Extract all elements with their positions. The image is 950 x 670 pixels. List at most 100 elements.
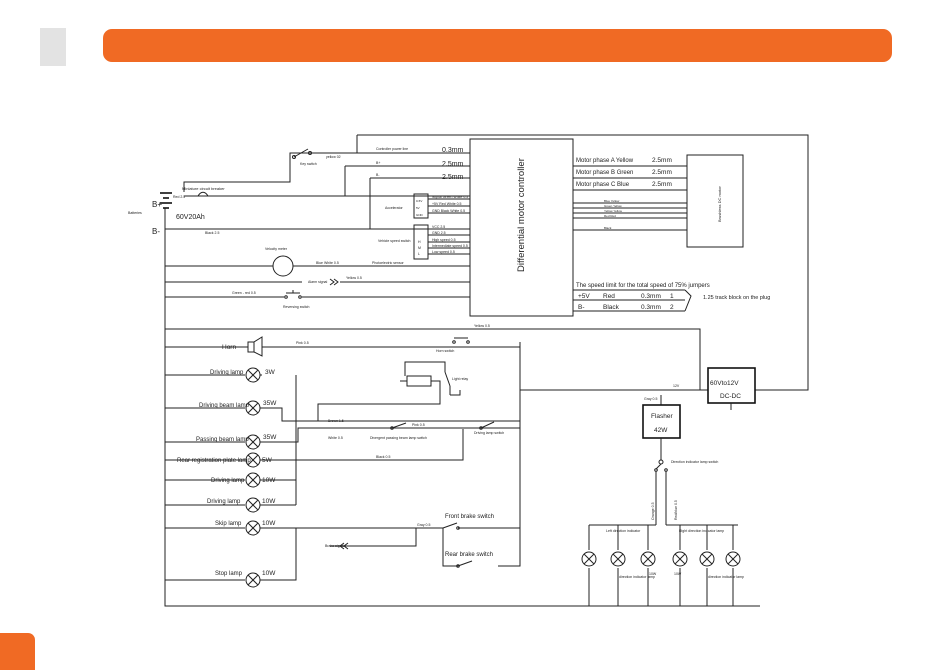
stop-lamp-w: 10W <box>262 570 276 577</box>
skip-lamp-w: 10W <box>262 520 276 527</box>
phase-b: Motor phase B Green <box>576 170 633 176</box>
hall-2: Yellow Yellow <box>604 209 623 213</box>
vs-row-2: High speed 0.5 <box>432 238 456 242</box>
motor-controller <box>469 138 574 317</box>
header-tab <box>40 28 66 66</box>
red-25-label: Red 2.5 <box>173 195 185 199</box>
photo-sensor-label: Photoelectric sensor <box>372 261 405 265</box>
row2-1: Black <box>603 304 620 311</box>
vs-row-4: Low speed 0.5 <box>432 250 455 254</box>
twelve-v-label: 12V <box>673 384 680 388</box>
key-switch-label: Key switch <box>300 162 317 166</box>
wire-25b: 2.5mm <box>442 174 464 181</box>
circuit-breaker <box>197 191 209 197</box>
driving-beam-label: Driving beam lamp <box>199 403 250 409</box>
lamp-icon <box>245 367 261 383</box>
brushless-motor <box>686 154 744 248</box>
row2-3: 2 <box>670 304 674 311</box>
flasher-line1: Flasher <box>651 413 674 420</box>
battery-rating: 60V20Ah <box>176 214 205 221</box>
phase-a: Motor phase A Yellow <box>576 158 634 164</box>
acc-box-2: GND <box>416 213 424 217</box>
light-relay-label: Light relay <box>452 377 468 381</box>
acc-row-1: +5V Red White 0.5 <box>432 202 462 206</box>
phase-c-mm: 2.5mm <box>652 181 672 188</box>
row1-2: 0.3mm <box>641 293 661 300</box>
passing-beam-label: Passing beam lamp <box>196 437 249 443</box>
dir-lamp-label-left: direction indicator lamp <box>619 575 655 579</box>
speed-switch-box <box>413 224 429 260</box>
w10b-label: 10W <box>674 572 682 576</box>
lamp-icon <box>640 551 656 567</box>
header-bar <box>103 29 892 62</box>
front-brake-label: Front brake switch <box>445 514 494 520</box>
lamp-icon <box>245 400 261 416</box>
hall-4: Black <box>604 226 612 230</box>
lamp-circuits <box>165 374 520 581</box>
vs-row-0: VCC 2.5 <box>432 225 445 229</box>
phase-a-mm: 2.5mm <box>652 157 672 164</box>
dcdc-line1: 60Vto12V <box>710 380 739 387</box>
b-minus-wire: B- <box>376 173 380 177</box>
wire-03: 0.3mm <box>442 147 464 154</box>
alarm-signal-label: Alarm signal <box>308 280 327 284</box>
battery-minus: B- <box>152 227 160 236</box>
driving-lamp-switch-label: Driving lamp switch <box>474 431 504 435</box>
page-corner-tab <box>0 633 35 670</box>
gray-05-label: Gray 0.5 <box>417 523 430 527</box>
driving-lamp2-label: Driving lamp <box>211 478 245 484</box>
driving-lamp3-label: Driving lamp <box>207 499 241 505</box>
horn-switch <box>452 337 470 344</box>
wire-25a: 2.5mm <box>442 161 464 168</box>
acc-row-2: GND Black White 0.5 <box>432 209 465 213</box>
battery-plus: B+ <box>152 200 162 209</box>
b-plus-wire: B+ <box>376 161 380 165</box>
reg-plate-w: 5W <box>262 457 273 464</box>
lamp-icon <box>245 434 261 450</box>
horn-icon <box>247 336 263 357</box>
brown-15-label: Brown 1.5 <box>328 419 344 423</box>
acc-row-0: Signal Green White 0.5 <box>432 195 468 199</box>
blue-white-label: Blue White 0.5 <box>316 261 339 265</box>
row1-3: 1 <box>670 293 674 300</box>
phase-c: Motor phase C Blue <box>576 182 630 188</box>
vs-box-0: H <box>418 240 421 244</box>
lamp-icon <box>725 551 741 567</box>
lamp-icon <box>245 572 261 588</box>
reversing-switch-label: Reversing switch <box>283 305 310 309</box>
right-dir-label: Right direction indicator lamp <box>679 529 724 533</box>
yellow-05b-label: Yellow 0.5 <box>474 324 490 328</box>
reg-plate-label: Rear registration plate lamp <box>177 458 251 464</box>
driving-lamp1-w: 3W <box>265 369 276 376</box>
driving-lamp1-label: Driving lamp <box>210 370 244 376</box>
hall-1: Green Yellow <box>604 204 623 208</box>
lamp-icon <box>245 472 261 488</box>
controller-label: Differential motor controller <box>516 158 527 272</box>
reversing-switch <box>284 290 302 299</box>
red-blue-05-label: Red/blue 0.5 <box>674 500 678 520</box>
direction-switch <box>654 459 668 472</box>
acc-box-1: 5V <box>416 206 420 210</box>
white-05-label: White 0.5 <box>328 436 343 440</box>
key-switch <box>292 148 312 159</box>
lamp-icon <box>672 551 688 567</box>
skip-lamp-label: Skip lamp <box>215 521 242 527</box>
flasher-line2: 42W <box>654 427 668 434</box>
light-relay <box>406 375 432 387</box>
lamp-icons <box>245 367 741 588</box>
accelerator-label: Accelerator <box>385 206 404 210</box>
dimmer-switch <box>390 422 407 430</box>
green-red-label: Green - red 0.5 <box>232 291 256 295</box>
battery <box>160 192 172 209</box>
dimmer-switch-label: Divergent passing beam lamp switch <box>370 436 427 440</box>
w10-label: 10W <box>649 572 657 576</box>
speed-limit-text: The speed limit for the total speed of 7… <box>576 283 710 289</box>
driving-beam-w: 35W <box>263 400 277 407</box>
black-05-label: Black 0.5 <box>376 455 390 459</box>
row1-0: +5V <box>578 293 590 300</box>
lamp-icon <box>610 551 626 567</box>
vs-box-2: L <box>418 252 420 256</box>
vs-row-1: GND 2.5 <box>432 231 446 235</box>
yellow-05-label: Yellow 0.5 <box>346 276 362 280</box>
